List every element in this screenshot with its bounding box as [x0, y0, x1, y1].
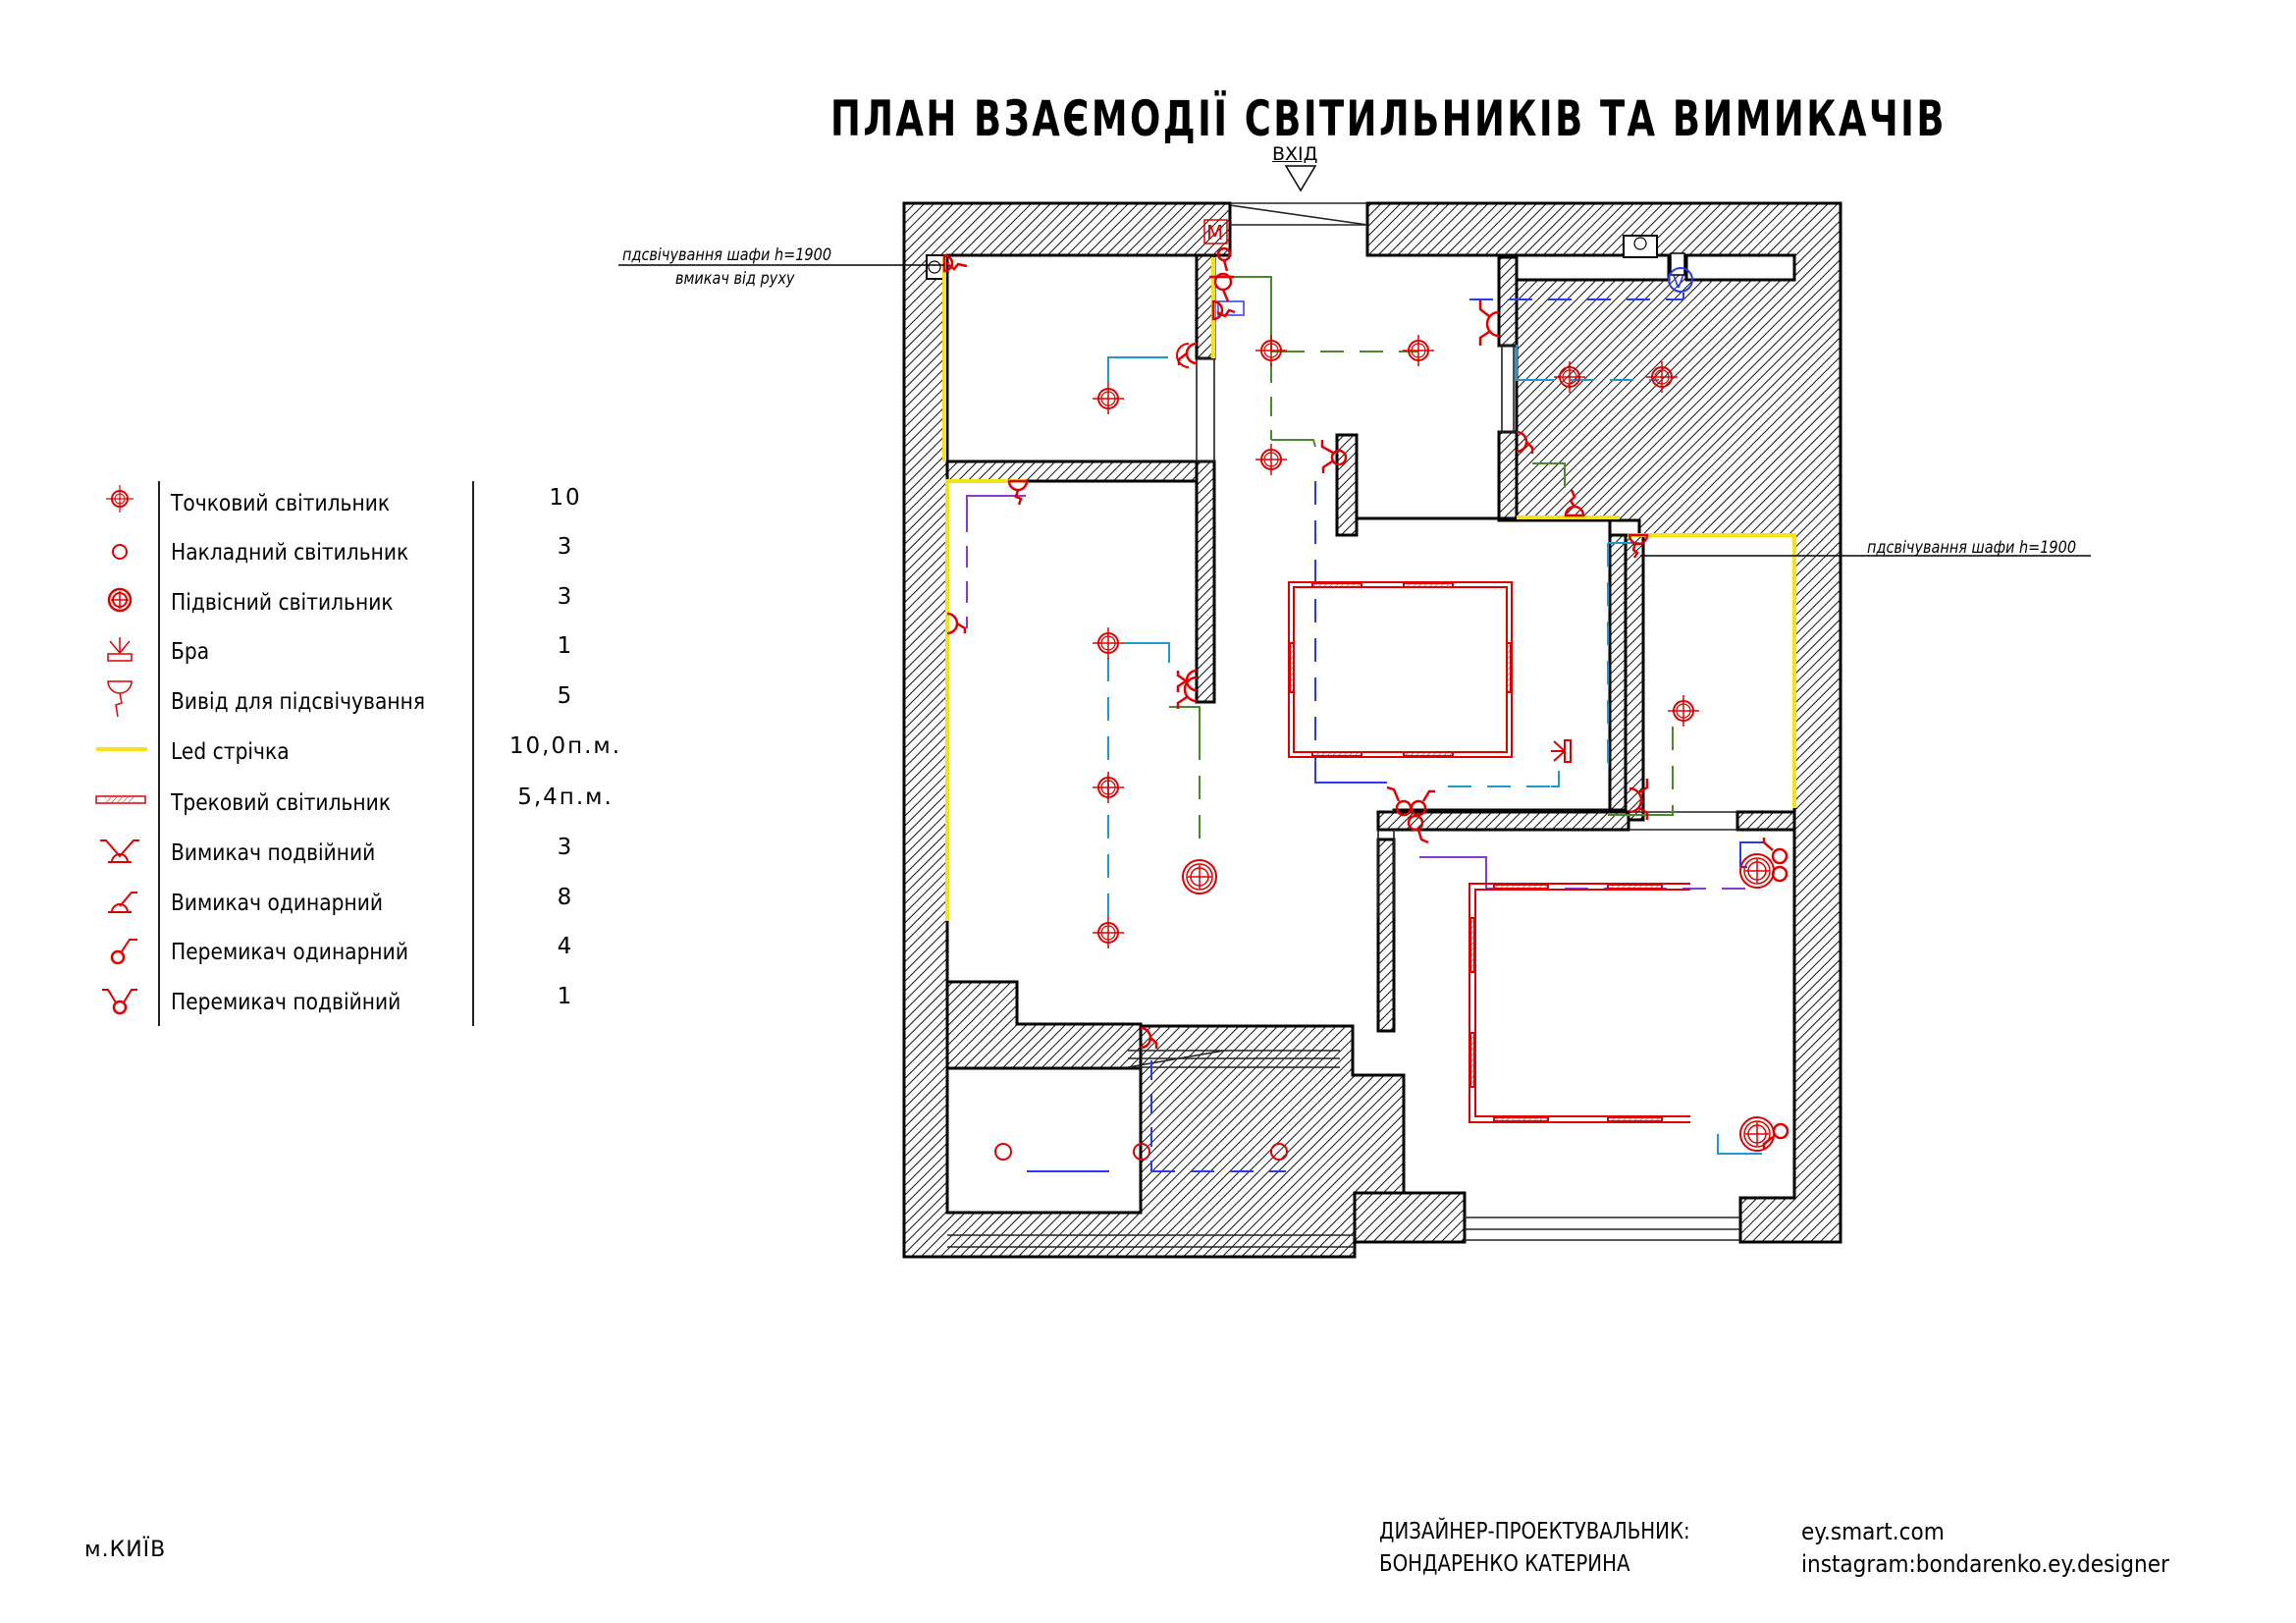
- legend-item: Бра 1: [94, 629, 644, 669]
- switches: [942, 246, 1789, 1149]
- surface-light-icon: [1270, 1143, 1288, 1161]
- spot-light-icon: [1255, 334, 1288, 367]
- surface-light-icon: [994, 1143, 1012, 1161]
- wall-sconce-icon: [1551, 739, 1572, 763]
- website-link[interactable]: ey.smart.com: [1801, 1518, 1945, 1545]
- spot-light-icon: [1402, 334, 1435, 367]
- spot-light-icon: [1092, 916, 1125, 949]
- legend-item: Перемикач одинарний 4: [94, 930, 644, 969]
- designer-name: БОНДАРЕНКО КАТЕРИНА: [1379, 1551, 1630, 1577]
- legend-item: Точковий світильник 10: [94, 481, 644, 520]
- leader-lines: [618, 264, 2091, 557]
- openings: [947, 202, 1740, 1248]
- legend-label: Бра: [171, 639, 210, 665]
- legend-item: Вимикач одинарний 8: [94, 881, 644, 920]
- legend-item: Вимикач подвійний 3: [94, 831, 644, 870]
- pendant-light-icon: [1182, 859, 1217, 894]
- pendant-light-icon: [1739, 853, 1775, 889]
- legend-label: Вимикач одинарний: [171, 891, 384, 916]
- legend-label: Трековий світильник: [171, 790, 392, 816]
- legend-label: Вимикач подвійний: [171, 840, 376, 866]
- spot-light-icon: [1092, 382, 1125, 415]
- legend-qty: 3: [557, 584, 574, 610]
- legend-label: Вивід для підсвічування: [171, 689, 426, 715]
- legend-qty: 10,0п.м.: [508, 733, 622, 759]
- lighting-outlet-icon: [107, 680, 133, 718]
- city-label: м.КИЇВ: [84, 1538, 167, 1562]
- legend-divider: [158, 481, 160, 1026]
- legend-label: Перемикач одинарний: [171, 940, 408, 965]
- motion-sensor-icon: [1203, 219, 1228, 244]
- legend-item: Накладний світильник 3: [94, 530, 644, 569]
- legend-divider: [472, 481, 474, 1026]
- page-title: ПЛАН ВЗАЄМОДІЇ СВІТИЛЬНИКІВ ТА ВИМИКАЧІВ: [830, 90, 1947, 147]
- track-lights: [1288, 581, 1690, 1123]
- double-changeover-switch-icon: [102, 989, 137, 1015]
- legend-label: Перемикач подвійний: [171, 990, 401, 1015]
- led-strip-icon: [96, 747, 147, 751]
- designer-role: ДИЗАЙНЕР-ПРОЕКТУВАЛЬНИК:: [1379, 1519, 1690, 1544]
- fixtures: M V: [994, 219, 1775, 1161]
- pendant-light-icon: [1739, 1116, 1775, 1152]
- legend-item: Трековий світильник 5,4п.м.: [94, 781, 644, 820]
- motion-sensor-mark: M: [1206, 221, 1223, 244]
- legend-qty: 3: [557, 534, 574, 560]
- spot-light-icon: [1255, 443, 1288, 476]
- legend-label: Точковий світильник: [171, 491, 391, 516]
- legend-label: Підвісний світильник: [171, 590, 394, 616]
- designer-block: ДИЗАЙНЕР-ПРОЕКТУВАЛЬНИК: БОНДАРЕНКО КАТЕ…: [1379, 1516, 1690, 1581]
- legend-qty: 3: [557, 835, 574, 860]
- legend-qty: 5,4п.м.: [517, 784, 614, 810]
- ventilation-icon: [1668, 267, 1693, 293]
- entrance-arrow-icon: [1284, 165, 1317, 192]
- motion-switch-note: вмикач від руху: [675, 269, 795, 289]
- legend-qty: 4: [557, 934, 574, 959]
- surface-light-icon: [1133, 1143, 1150, 1161]
- legend-qty: 1: [557, 984, 574, 1009]
- walls: [902, 201, 1842, 1259]
- legend-item: Перемикач подвійний 1: [94, 980, 644, 1019]
- contacts-block: ey.smart.com instagram:bondarenko.ey.des…: [1801, 1516, 2169, 1581]
- pendant-light-icon: [107, 587, 133, 613]
- ventilation-mark: V: [1673, 273, 1684, 293]
- spot-light-icon: [1667, 694, 1700, 728]
- wardrobe-lighting-note-right: пдсвічування шафи h=1900: [1867, 538, 2077, 558]
- wall-sconce-icon: [107, 637, 133, 662]
- instagram-link[interactable]: instagram:bondarenko.ey.designer: [1801, 1550, 2169, 1578]
- spot-light-icon: [1092, 626, 1125, 660]
- single-switch-icon: [108, 892, 137, 913]
- double-switch-icon: [100, 839, 139, 863]
- legend-item: Вивід для підсвічування 5: [94, 679, 644, 719]
- legend-label: Накладний світильник: [171, 540, 409, 566]
- entrance-label: ВХІД: [1272, 143, 1318, 165]
- legend-item: Підвісний світильник 3: [94, 580, 644, 620]
- spot-light-icon: [106, 485, 133, 513]
- legend-qty: 10: [549, 485, 582, 511]
- surface-light-icon: [112, 544, 128, 560]
- legend-item: Led стрічка 10,0п.м.: [94, 730, 644, 769]
- legend-qty: 5: [557, 683, 574, 709]
- single-changeover-switch-icon: [110, 939, 137, 965]
- legend-qty: 1: [557, 633, 574, 659]
- spot-light-icon: [1092, 771, 1125, 804]
- wardrobe-lighting-note-left: пдсвічування шафи h=1900: [622, 245, 832, 265]
- track-light-icon: [95, 795, 146, 804]
- legend-label: Led стрічка: [171, 739, 290, 765]
- legend-qty: 8: [557, 885, 574, 910]
